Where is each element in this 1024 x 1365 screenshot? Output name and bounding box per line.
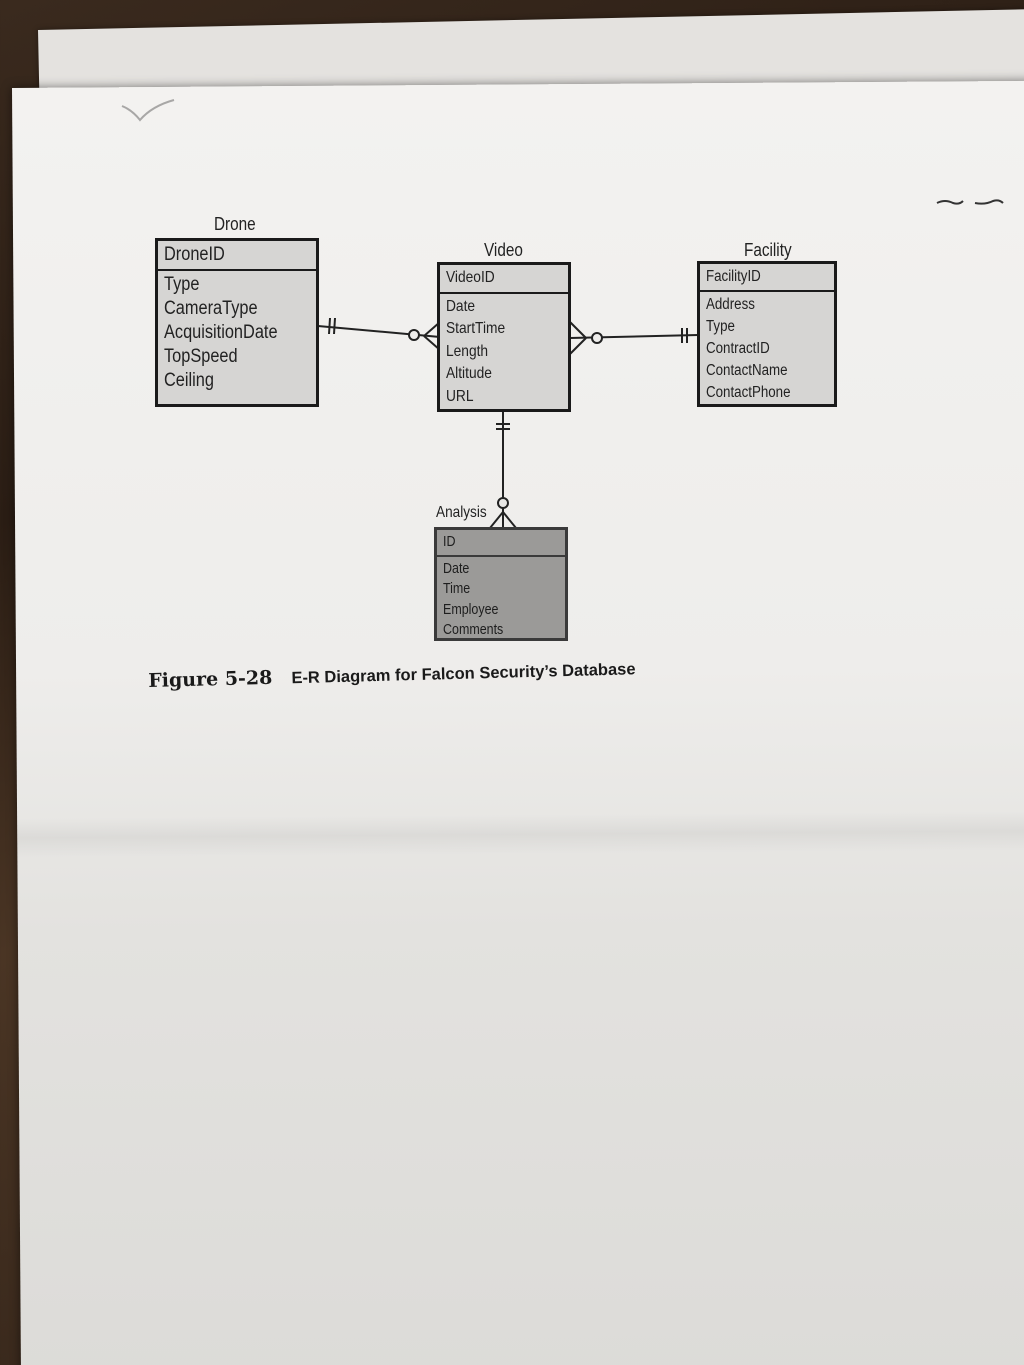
video-attributes: Date StartTime Length Altitude URL	[440, 294, 568, 411]
facility-attribute: ContactName	[706, 362, 788, 379]
facility-attribute: ContractID	[706, 340, 770, 357]
drone-primary-key: DroneID	[158, 241, 316, 271]
analysis-primary-key: ID	[437, 530, 565, 557]
facility-crowfoot-1	[569, 321, 587, 339]
facility-primary-key: FacilityID	[700, 264, 834, 292]
analysis-crowfoot-1	[489, 511, 504, 529]
facility-attribute: Type	[706, 318, 735, 335]
analysis-attribute: Employee	[443, 601, 499, 618]
video-attribute: Altitude	[446, 365, 492, 382]
video-entity-title: Video	[484, 240, 523, 260]
analysis-optional-circle	[497, 497, 509, 509]
figure-number: Figure 5-28	[148, 666, 273, 692]
analysis-crowfoot-2	[502, 511, 517, 529]
facility-attribute: Address	[706, 296, 755, 313]
drone-attributes: Type CameraType AcquisitionDate TopSpeed…	[158, 271, 316, 395]
facility-side-optional-circle	[591, 332, 603, 344]
analysis-entity: ID Date Time Employee Comments	[434, 527, 568, 641]
drone-one-tick-2	[333, 317, 336, 335]
analysis-attribute: Comments	[443, 622, 504, 638]
video-entity: VideoID Date StartTime Length Altitude U…	[437, 262, 571, 412]
video-optional-circle	[408, 329, 420, 341]
facility-attribute: ContactPhone	[706, 384, 791, 401]
analysis-attribute: Time	[443, 581, 471, 597]
checkmark-icon	[121, 99, 175, 122]
drone-attribute: Ceiling	[164, 370, 214, 391]
drone-attribute: Type	[164, 274, 200, 295]
drone-attribute: TopSpeed	[164, 346, 238, 367]
drone-attribute: CameraType	[164, 298, 258, 319]
pen-scribble-icon	[936, 199, 1004, 205]
facility-entity-title: Facility	[744, 240, 792, 260]
drone-entity-title: Drone	[214, 214, 256, 234]
drone-video-line	[317, 325, 441, 338]
video-facility-line	[569, 334, 699, 339]
drone-one-tick-1	[328, 317, 331, 335]
facility-crowfoot-2	[569, 337, 587, 355]
video-attribute: StartTime	[446, 320, 506, 337]
analysis-entity-title: Analysis	[436, 504, 487, 521]
video-attribute: Length	[446, 342, 489, 360]
facility-entity: FacilityID Address Type ContractID Conta…	[697, 261, 837, 407]
analysis-attribute: Date	[443, 560, 470, 577]
video-primary-key: VideoID	[440, 265, 568, 294]
drone-attribute: AcquisitionDate	[164, 322, 278, 343]
facility-attributes: Address Type ContractID ContactName Cont…	[700, 292, 834, 406]
drone-entity: DroneID Type CameraType AcquisitionDate …	[155, 238, 319, 407]
video-attribute: URL	[446, 387, 474, 405]
analysis-attributes: Date Time Employee Comments	[437, 557, 565, 643]
video-attribute: Date	[446, 297, 476, 315]
